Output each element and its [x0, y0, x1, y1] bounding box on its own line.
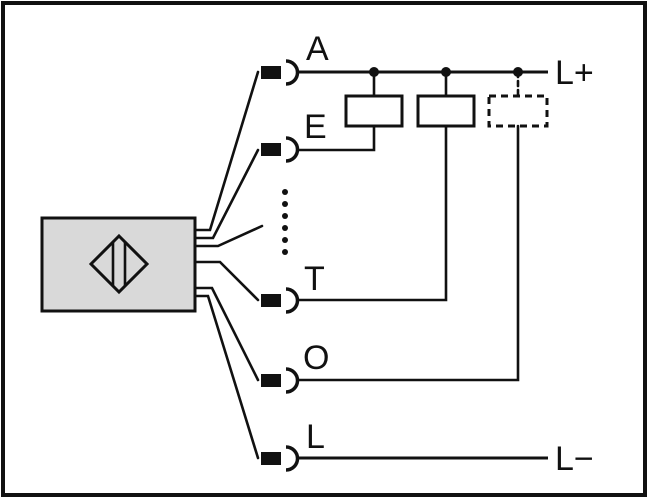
- relay-load-icon: [416, 94, 476, 128]
- plug-connector-icon: [261, 445, 300, 472]
- o-signal-line: [296, 124, 520, 382]
- sensor-cable: [193, 70, 264, 460]
- relay-load-icon: [344, 94, 404, 128]
- terminal-label-a: A: [306, 30, 329, 68]
- sensor-unit: [40, 216, 197, 313]
- dotted-continuation: [282, 189, 288, 255]
- wire-l: [193, 294, 260, 460]
- wire-e: [193, 148, 260, 240]
- wire-aux: [193, 224, 264, 248]
- supply-label-negative: L−: [555, 440, 594, 478]
- supply-label-positive: L+: [555, 54, 594, 92]
- dashed-optional-load-icon: [487, 94, 549, 128]
- sensor-body: [40, 216, 197, 313]
- wire-o: [193, 286, 260, 382]
- wire-t: [193, 260, 260, 302]
- terminal-label-l: L: [306, 418, 325, 456]
- terminal-label-o: O: [303, 339, 329, 377]
- terminal-label-t: T: [304, 260, 325, 298]
- e-signal-line: [296, 124, 376, 152]
- plug-connector-icon: [261, 59, 300, 86]
- diamond-sensor-icon: [88, 233, 150, 295]
- terminal-label-e: E: [304, 108, 327, 146]
- t-signal-line: [296, 124, 448, 302]
- wire-a: [193, 70, 260, 232]
